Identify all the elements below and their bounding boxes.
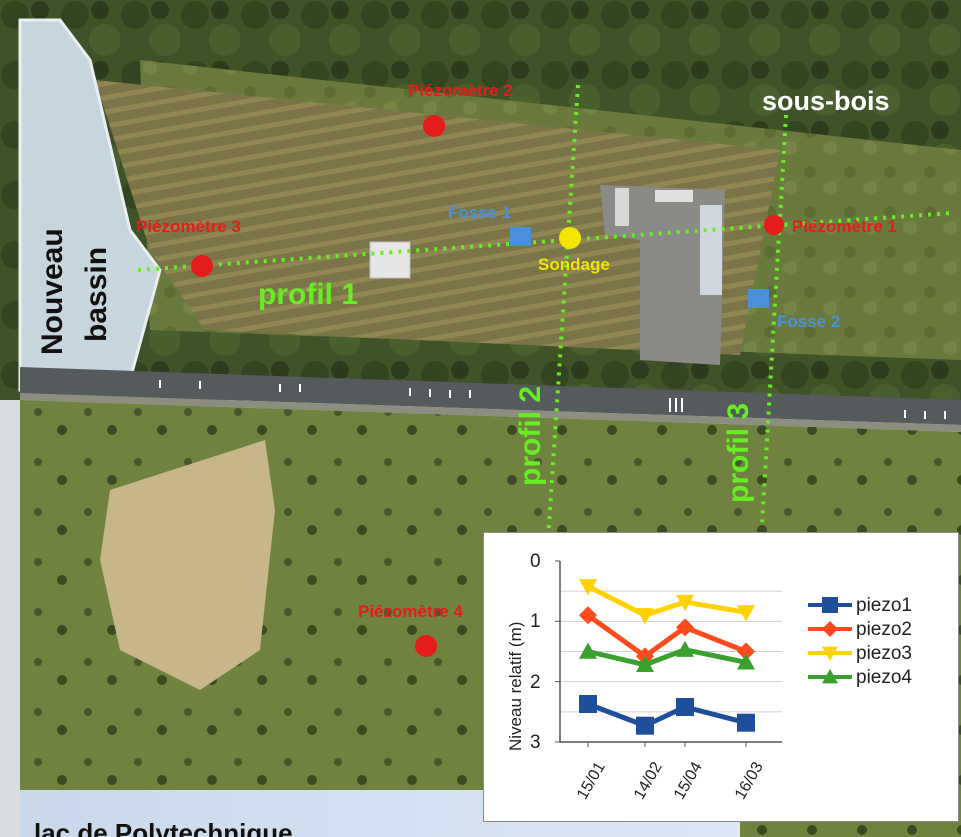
chart-y-tick: 0 xyxy=(530,551,541,572)
fosse-2-marker[interactable] xyxy=(748,289,769,308)
chart-point-piezo4 xyxy=(676,640,694,657)
legend-swatch xyxy=(808,621,852,637)
chart-point-piezo1 xyxy=(579,694,597,713)
chart-point-piezo2 xyxy=(737,642,755,661)
fosse-1-label: Fosse 1 xyxy=(448,203,512,222)
chart-series-line-piezo3 xyxy=(586,584,747,619)
sondage-marker[interactable] xyxy=(559,227,581,249)
legend-label: piezo3 xyxy=(856,643,912,664)
road-markings xyxy=(159,380,946,419)
chart-point-piezo1 xyxy=(737,713,755,732)
piezometre-3-label: Piézomètre 3 xyxy=(136,217,241,236)
chart-y-tick: 3 xyxy=(530,732,541,753)
piezometre-1-label: Piézomètre 1 xyxy=(792,217,897,236)
fosse-2-label: Fosse 2 xyxy=(777,312,841,331)
parking-area xyxy=(600,185,725,365)
chart-point-piezo1 xyxy=(676,698,694,717)
legend-swatch xyxy=(808,646,852,661)
sous-bois-label: sous-bois xyxy=(762,86,890,116)
chart-legend: piezo1 piezo2 piezo3 piezo4 xyxy=(806,593,956,689)
chart-point-piezo1 xyxy=(636,716,654,735)
chart-point-piezo3 xyxy=(636,608,654,625)
chart-plot xyxy=(555,560,782,747)
chart-point-piezo4 xyxy=(737,653,755,670)
road-shoulder xyxy=(20,393,961,432)
piezometre-4-marker[interactable] xyxy=(415,635,437,657)
piezometre-3-marker[interactable] xyxy=(191,255,213,277)
chart-point-piezo4 xyxy=(579,642,597,659)
piezometre-2-marker[interactable] xyxy=(423,115,445,137)
chart-y-axis-label: Niveau relatif (m) xyxy=(506,621,525,751)
profil-1-label: profil 1 xyxy=(258,278,359,311)
nouveau-label: Nouveau xyxy=(36,228,69,355)
legend-label: piezo4 xyxy=(856,667,912,688)
building-1 xyxy=(615,188,629,226)
mowed-field xyxy=(95,80,780,355)
chart-series-line-piezo2 xyxy=(586,613,747,660)
chart-y-tick: 2 xyxy=(530,671,541,693)
legend-swatch xyxy=(808,597,852,613)
chart-point-piezo2 xyxy=(676,618,694,637)
chart-point-piezo4 xyxy=(636,655,654,672)
chart-series-line-piezo4 xyxy=(587,647,747,668)
piezometre-1-marker[interactable] xyxy=(764,215,784,235)
profil-3-line xyxy=(760,114,788,526)
lac-label: lac de Polytechnique xyxy=(34,818,293,837)
chart-point-piezo2 xyxy=(579,606,597,625)
legend-label: piezo2 xyxy=(856,619,912,640)
chart-point-piezo3 xyxy=(737,605,755,622)
legend-swatch xyxy=(808,669,852,684)
sandy-patch xyxy=(100,440,275,690)
legend-item-piezo2: piezo2 xyxy=(806,617,956,641)
legend-item-piezo1: piezo1 xyxy=(806,593,956,617)
bassin-label: bassin xyxy=(80,246,113,342)
piezometre-4-label: Piézomètre 4 xyxy=(358,602,463,621)
legend-item-piezo4: piezo4 xyxy=(806,665,956,689)
profil-2-label: profil 2 xyxy=(514,385,547,486)
profil-1-line xyxy=(137,211,953,272)
chart-point-piezo3 xyxy=(579,579,597,596)
sondage-label: Sondage xyxy=(538,255,610,274)
chart-y-tick: 1 xyxy=(530,611,541,633)
profil-2-line xyxy=(546,84,580,541)
road xyxy=(20,367,961,425)
chart-series-line-piezo1 xyxy=(587,701,747,729)
building-2 xyxy=(655,190,693,202)
helipad xyxy=(369,241,411,279)
profil-3-label: profil 3 xyxy=(722,402,755,503)
legend-item-piezo3: piezo3 xyxy=(806,641,956,665)
chart-point-piezo3 xyxy=(676,594,694,612)
legend-label: piezo1 xyxy=(856,595,912,616)
fosse-1-marker[interactable] xyxy=(510,227,531,246)
building-3 xyxy=(700,205,722,295)
piezometre-2-label: Piézomètre 2 xyxy=(408,81,513,100)
